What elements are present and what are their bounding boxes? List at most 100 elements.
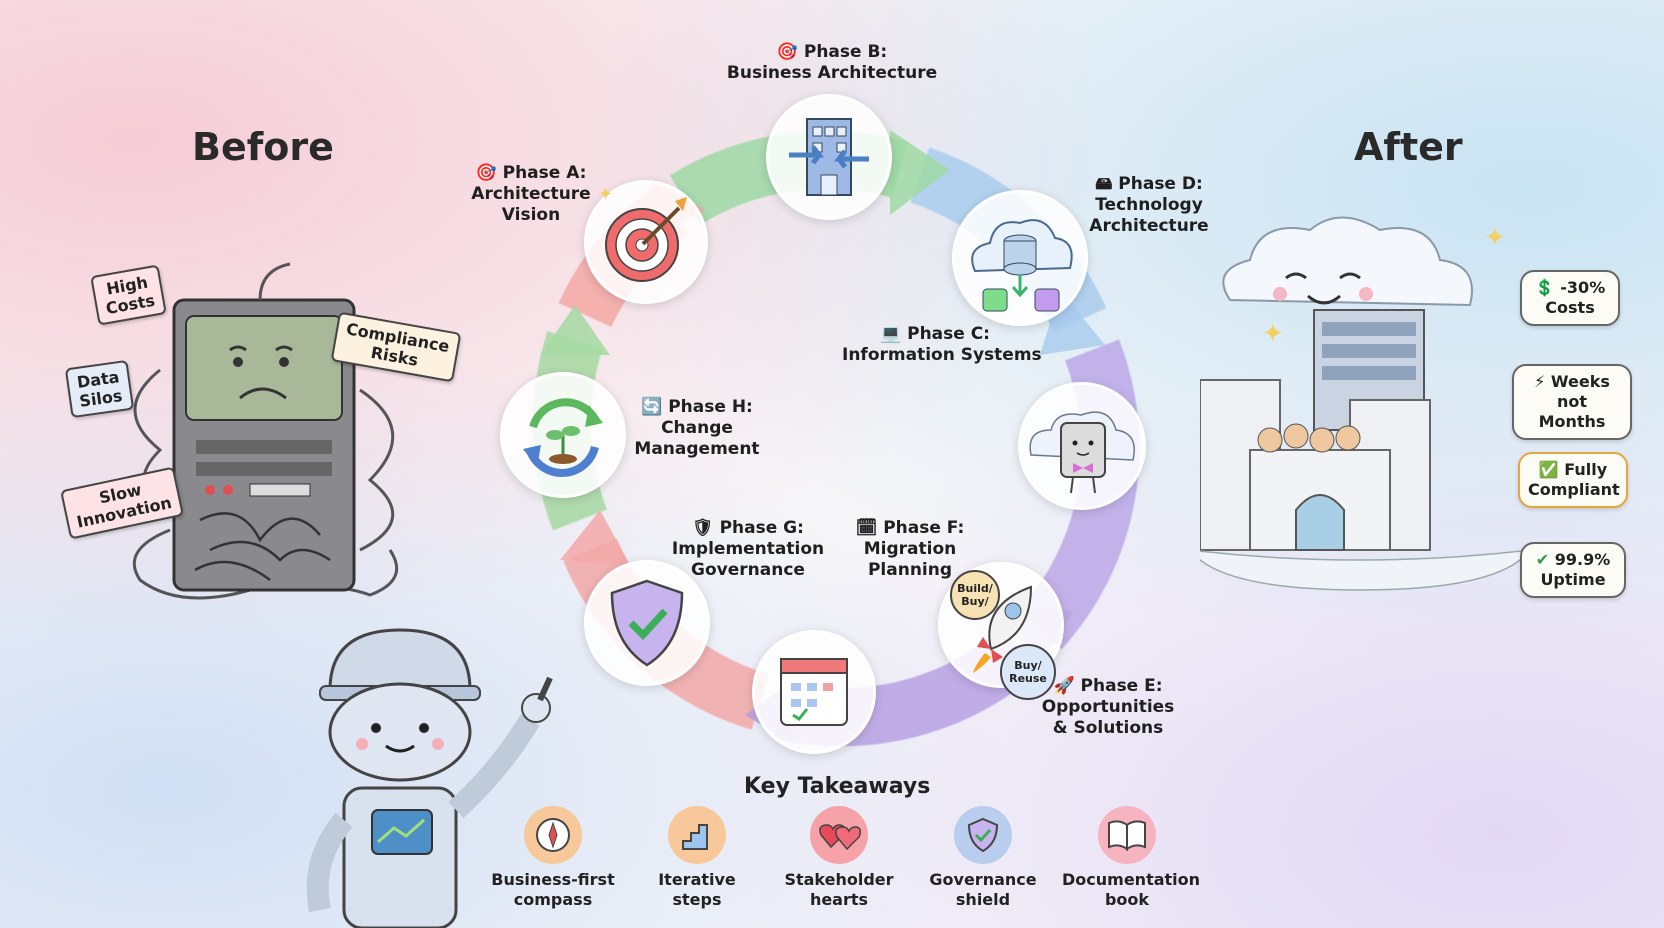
takeaways-title: Key Takeaways — [744, 774, 931, 799]
phase-d-title: Phase D: — [1118, 174, 1203, 194]
stat-label: not Months — [1538, 392, 1606, 431]
stat-value: 99.9% — [1554, 550, 1611, 569]
target-icon: 🎯 — [475, 163, 497, 183]
phase-h-line: Management — [634, 439, 760, 459]
sparkle-icon: ✦ — [1262, 318, 1284, 348]
phase-a-line: Architecture — [471, 184, 591, 204]
buy-reuse-tag: Buy/ Reuse — [1000, 644, 1056, 700]
phase-a-title: Phase A: — [502, 163, 587, 183]
takeaway-line: Governance — [929, 870, 1037, 889]
rocket-icon: 🚀 — [1053, 676, 1075, 696]
phase-g-line: Implementation — [671, 539, 825, 559]
phase-c-label: 💻 Phase C: Information Systems — [842, 324, 1042, 366]
robot-mascot — [306, 628, 553, 928]
build-buy-tag: Build/ Buy/ — [950, 570, 1000, 620]
phase-a-line: Vision — [501, 205, 561, 225]
server-character-icon — [1029, 411, 1135, 494]
ring-arrowhead — [560, 510, 630, 565]
shield-icon — [954, 806, 1012, 864]
phase-f-label: 🗓 Phase F: Migration Planning — [848, 518, 972, 581]
ring-arrowhead — [540, 305, 610, 355]
phase-g-line: Governance — [691, 560, 805, 580]
stat-value: Weeks — [1550, 372, 1610, 391]
phase-b-line: Business Architecture — [726, 63, 938, 83]
compass-icon — [524, 806, 582, 864]
phase-f-title: Phase F: — [883, 518, 965, 538]
build-buy-tag-line: Buy/ — [961, 595, 989, 608]
sparkle-icon: ✦ — [598, 184, 614, 204]
cloud-castle-illustration — [1200, 216, 1530, 591]
hearts-icon — [810, 806, 868, 864]
takeaway-line: Stakeholder — [784, 870, 894, 889]
calendar-icon: 🗓 — [855, 518, 878, 538]
phase-b-label: 🎯 Phase B: Business Architecture — [724, 42, 940, 84]
shield-icon: 🛡 — [692, 518, 714, 538]
phase-c-bubble — [1018, 382, 1146, 510]
build-buy-tag-line: Build/ — [957, 582, 993, 595]
phase-e-title: Phase E: — [1080, 676, 1163, 696]
before-heading: Before — [192, 125, 334, 169]
phase-h-line: Change — [661, 418, 733, 438]
takeaway-line: shield — [955, 890, 1011, 909]
stat-label: Uptime — [1540, 570, 1606, 589]
cloud-database-icon — [971, 219, 1073, 312]
phase-d-label: 🖴 Phase D: Technology Architecture — [1084, 174, 1214, 237]
dollar-icon: 💲 — [1534, 278, 1555, 297]
phase-c-line: Information Systems — [842, 345, 1042, 365]
lightning-icon: ⚡ — [1534, 372, 1546, 391]
target-icon: 🎯 — [776, 42, 798, 62]
takeaway-line: compass — [513, 890, 593, 909]
phase-h-label: 🔄 Phase H: Change Management — [634, 397, 760, 460]
phase-b-bubble — [766, 94, 892, 220]
phase-h-title: Phase H: — [668, 397, 753, 417]
calendar-icon — [780, 658, 848, 726]
phase-e-line: & Solutions — [1052, 718, 1164, 738]
phase-b-title: Phase B: — [803, 42, 888, 62]
ring-arrowhead — [890, 130, 950, 215]
stat-value: -30% — [1560, 278, 1606, 297]
laptop-icon: 💻 — [880, 324, 902, 344]
legacy-server-illustration — [132, 262, 399, 600]
stat-label: Costs — [1545, 298, 1595, 317]
cycle-sprout-icon — [523, 398, 603, 477]
check-circle-icon: ✅ — [1538, 460, 1559, 479]
takeaway-line: Documentation — [1062, 870, 1201, 889]
phase-g-label: 🛡 Phase G: Implementation Governance — [668, 518, 828, 581]
target-dart-icon — [605, 197, 687, 282]
stat-costs: 💲 -30% Costs — [1520, 270, 1620, 326]
takeaway-line: hearts — [809, 890, 869, 909]
stat-compliance: ✅ Fully Compliant — [1518, 452, 1628, 508]
takeaway-line: steps — [672, 890, 722, 909]
phase-e-line: Opportunities — [1041, 697, 1175, 717]
phase-h-bubble — [500, 372, 626, 498]
office-building-icon — [789, 118, 869, 196]
phase-f-bubble — [752, 630, 876, 754]
stairs-icon — [668, 806, 726, 864]
phase-a-label: 🎯 Phase A: Architecture Vision — [468, 163, 594, 226]
data-silos-sign: Data Silos — [64, 359, 135, 419]
phase-d-bubble — [952, 190, 1088, 326]
stat-uptime: ✔ 99.9% Uptime — [1520, 542, 1626, 598]
book-icon — [1098, 806, 1156, 864]
takeaway-line: Iterative — [658, 870, 736, 889]
after-heading: After — [1354, 125, 1463, 169]
phase-g-title: Phase G: — [719, 518, 804, 538]
phase-e-label: 🚀 Phase E: Opportunities & Solutions — [1040, 676, 1176, 739]
phase-a-bubble — [584, 180, 708, 304]
stat-speed: ⚡ Weeks not Months — [1512, 364, 1632, 440]
server-icon: 🖴 — [1095, 174, 1113, 194]
shield-check-icon — [610, 579, 684, 667]
takeaway-line: Business-first — [491, 870, 615, 889]
phase-d-line: Technology — [1095, 195, 1203, 215]
takeaway-line: book — [1104, 890, 1150, 909]
sparkle-icon: ✦ — [1484, 222, 1506, 252]
buy-reuse-tag-line: Reuse — [1009, 672, 1047, 685]
phase-f-line: Planning — [867, 560, 953, 580]
phase-g-bubble — [584, 560, 710, 686]
phase-f-line: Migration — [863, 539, 957, 559]
